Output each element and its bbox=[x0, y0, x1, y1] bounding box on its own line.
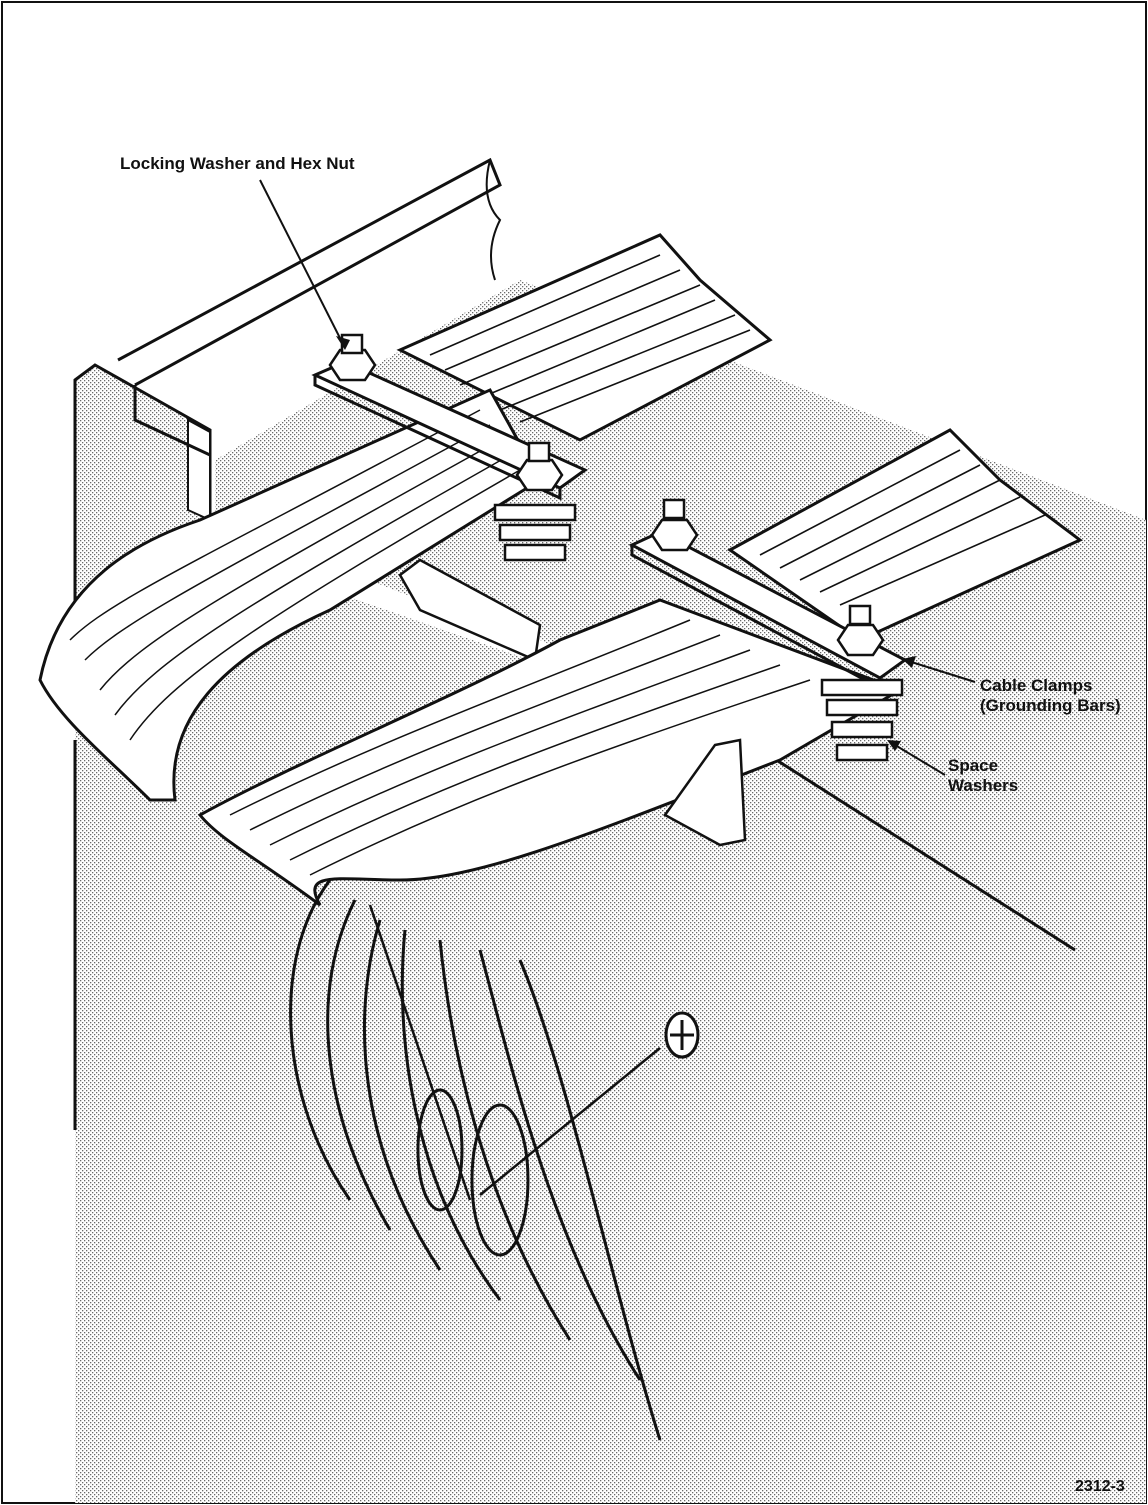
right-ribbon-lines bbox=[229, 619, 811, 876]
left-ribbon-cable bbox=[38, 388, 543, 802]
label-cable-clamps-line2: (Grounding Bars) bbox=[980, 696, 1121, 715]
ground-screw-icon bbox=[664, 1011, 700, 1059]
left-lower-bracket bbox=[398, 558, 542, 662]
back-rail-lower bbox=[133, 385, 211, 457]
leader-arrow-space-washers bbox=[887, 740, 901, 751]
hex-nut-4 bbox=[836, 604, 885, 657]
lower-right-cable-lines bbox=[759, 449, 1046, 606]
washer-stack-lower bbox=[820, 678, 904, 762]
label-space-washers: Space Washers bbox=[948, 756, 1018, 796]
label-space-washers-line1: Space bbox=[948, 756, 999, 775]
left-bracket-flange bbox=[187, 418, 211, 522]
upper-cable-right bbox=[396, 233, 773, 442]
leader-locking-washer bbox=[259, 179, 346, 349]
washer-stack-upper bbox=[493, 503, 577, 562]
interference-arcs bbox=[289, 879, 662, 1441]
chassis-top-edge bbox=[744, 738, 1076, 952]
upper-clamp-bar-side bbox=[313, 375, 562, 501]
left-ribbon-lines bbox=[69, 409, 521, 741]
back-rail-torn-edge bbox=[485, 159, 502, 281]
leader-arrow-cable-clamps bbox=[902, 656, 916, 668]
hex-nut-3 bbox=[650, 498, 699, 552]
upper-cable-lines bbox=[429, 254, 751, 423]
figure-number: 2312-3 bbox=[1075, 1478, 1125, 1495]
right-lower-bracket bbox=[663, 738, 747, 847]
leader-space-washers bbox=[889, 741, 946, 776]
hex-nut-2 bbox=[515, 441, 564, 492]
back-rail bbox=[117, 157, 502, 387]
leader-cable-clamps bbox=[904, 659, 976, 683]
leader-arrow-locking-washer bbox=[336, 336, 350, 350]
hex-nut-1 bbox=[328, 333, 377, 382]
ground-lead bbox=[368, 904, 472, 1201]
label-cable-clamps-line1: Cable Clamps bbox=[980, 676, 1093, 695]
label-cable-clamps: Cable Clamps (Grounding Bars) bbox=[980, 676, 1121, 716]
label-locking-washer: Locking Washer and Hex Nut bbox=[120, 154, 355, 173]
ground-lead-2 bbox=[479, 1047, 661, 1196]
label-space-washers-line2: Washers bbox=[948, 776, 1019, 795]
right-ribbon-cable bbox=[197, 598, 904, 907]
